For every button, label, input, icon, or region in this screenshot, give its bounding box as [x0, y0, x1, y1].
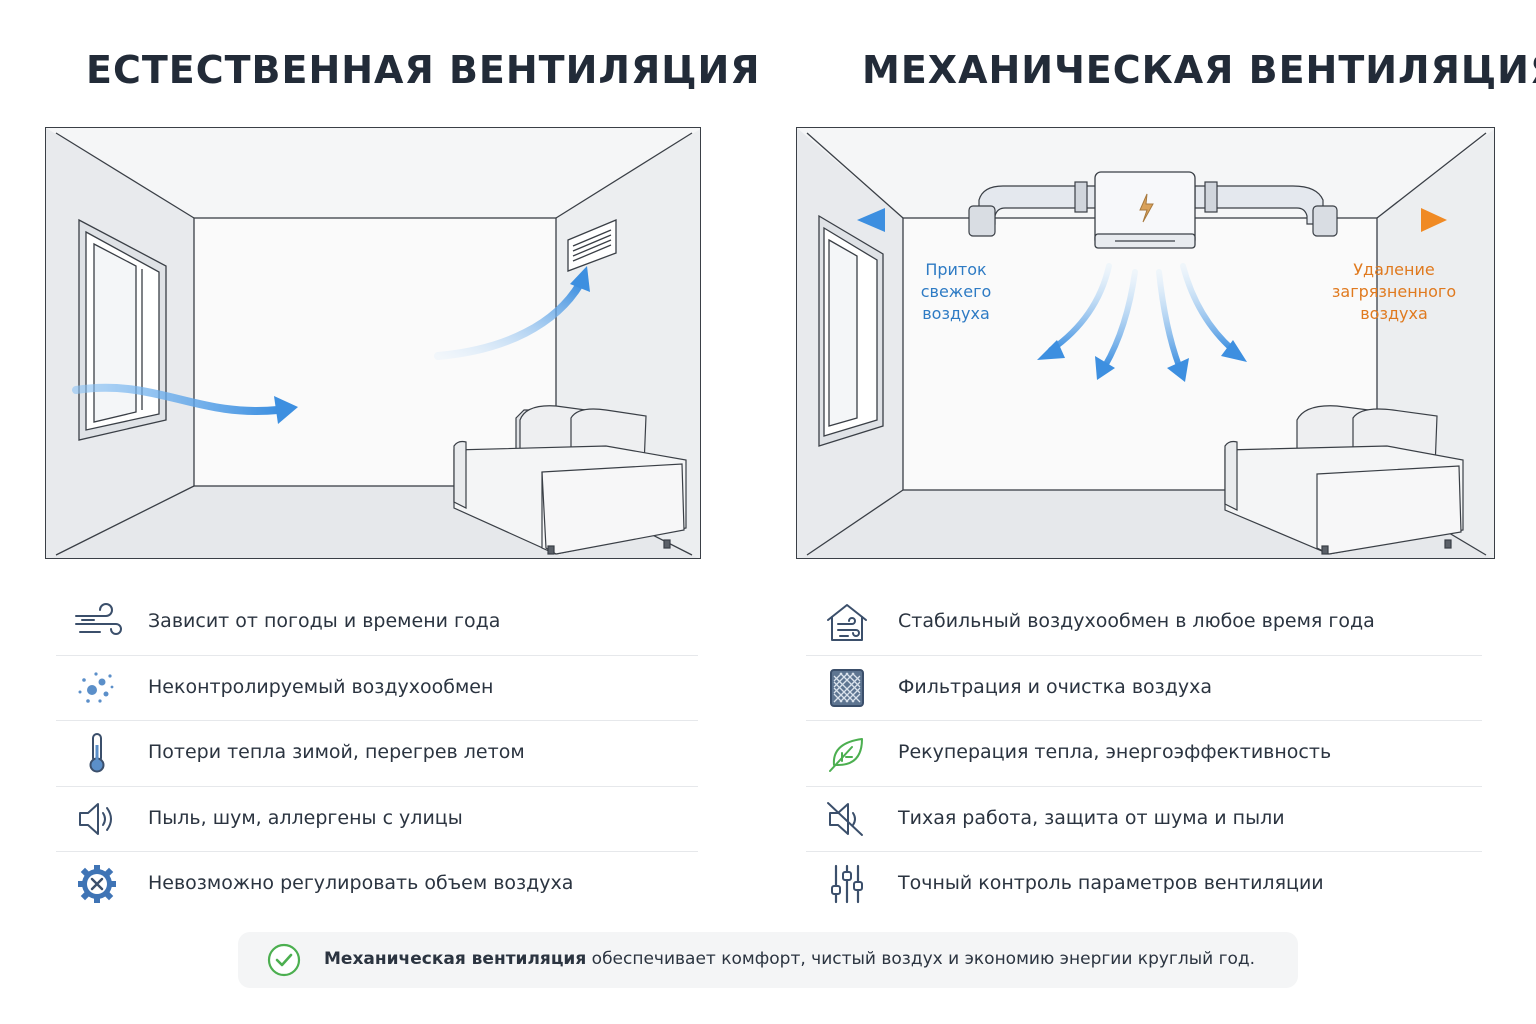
item-text: Пыль, шум, аллергены с улицы — [148, 806, 463, 829]
item-text: Тихая работа, защита от шума и пыли — [898, 806, 1285, 829]
mechanical-ventilation-title: МЕХАНИЧЕСКАЯ ВЕНТИЛЯЦИЯ — [862, 48, 1536, 92]
filter-icon — [830, 668, 864, 707]
item-text: Неконтролируемый воздухообмен — [148, 675, 494, 698]
outgoing-air-arrow — [434, 280, 584, 360]
item-text: Стабильный воздухообмен в любое время го… — [898, 610, 1375, 632]
list-item: Зависит от погоды и времени года — [56, 590, 698, 656]
wind-icon — [75, 603, 122, 635]
item-text: Рекуперация тепла, энергоэффективность — [898, 741, 1332, 763]
particles-icon — [78, 671, 114, 703]
exhaust-air-label: Удаление загрязненного воздуха — [1331, 260, 1457, 323]
gear-x-icon — [78, 865, 116, 903]
list-item: Точный контроль параметров вентиляции — [806, 852, 1482, 918]
natural-drawbacks-list: Зависит от погоды и времени года Неконтр… — [56, 590, 698, 918]
list-item: Тихая работа, защита от шума и пыли — [806, 787, 1482, 852]
summary-text: Механическая вентиляция обеспечивает ком… — [324, 949, 1255, 969]
item-text: Точный контроль параметров вентиляции — [898, 872, 1324, 894]
supply-air-label: Приток свежего воздуха — [920, 260, 992, 323]
summary-bold: Механическая вентиляция — [324, 949, 587, 969]
list-item: Стабильный воздухообмен в любое время го… — [806, 590, 1482, 656]
item-text: Фильтрация и очистка воздуха — [898, 675, 1213, 698]
thermometer-icon — [89, 733, 105, 773]
wall-vent-grille — [567, 219, 617, 272]
muted-speaker-icon — [827, 801, 863, 836]
downward-airflow-arrows — [1048, 263, 1236, 369]
item-text: Зависит от погоды и времени года — [148, 610, 501, 632]
natural-ventilation-title: ЕСТЕСТВЕННАЯ ВЕНТИЛЯЦИЯ — [86, 48, 761, 92]
window — [818, 214, 884, 447]
sliders-icon — [831, 864, 863, 904]
lightning-icon — [1139, 193, 1154, 223]
item-text: Потери тепла зимой, перегрев летом — [148, 741, 525, 763]
sofa — [1224, 405, 1464, 555]
summary-banner: Механическая вентиляция обеспечивает ком… — [238, 932, 1298, 988]
list-item: Неконтролируемый воздухообмен — [56, 656, 698, 721]
summary-rest: обеспечивает комфорт, чистый воздух и эк… — [586, 949, 1256, 969]
list-item: Рекуперация тепла, энергоэффективность — [806, 721, 1482, 787]
list-item: Фильтрация и очистка воздуха — [806, 656, 1482, 721]
house-airflow-icon — [827, 604, 867, 641]
leaf-icon — [829, 738, 863, 772]
speaker-icon — [79, 802, 112, 835]
list-item: Невозможно регулировать объем воздуха — [56, 852, 698, 918]
sofa — [453, 405, 687, 555]
list-item: Пыль, шум, аллергены с улицы — [56, 787, 698, 852]
natural-ventilation-illustration — [45, 127, 701, 559]
mechanical-ventilation-illustration — [796, 127, 1495, 559]
list-item: Потери тепла зимой, перегрев летом — [56, 721, 698, 787]
check-circle-icon — [267, 943, 301, 977]
air-ducts — [968, 181, 1338, 237]
mechanical-benefits-list: Стабильный воздухообмен в любое время го… — [806, 590, 1482, 918]
incoming-air-arrow — [72, 383, 282, 415]
item-text: Невозможно регулировать объем воздуха — [148, 872, 574, 894]
